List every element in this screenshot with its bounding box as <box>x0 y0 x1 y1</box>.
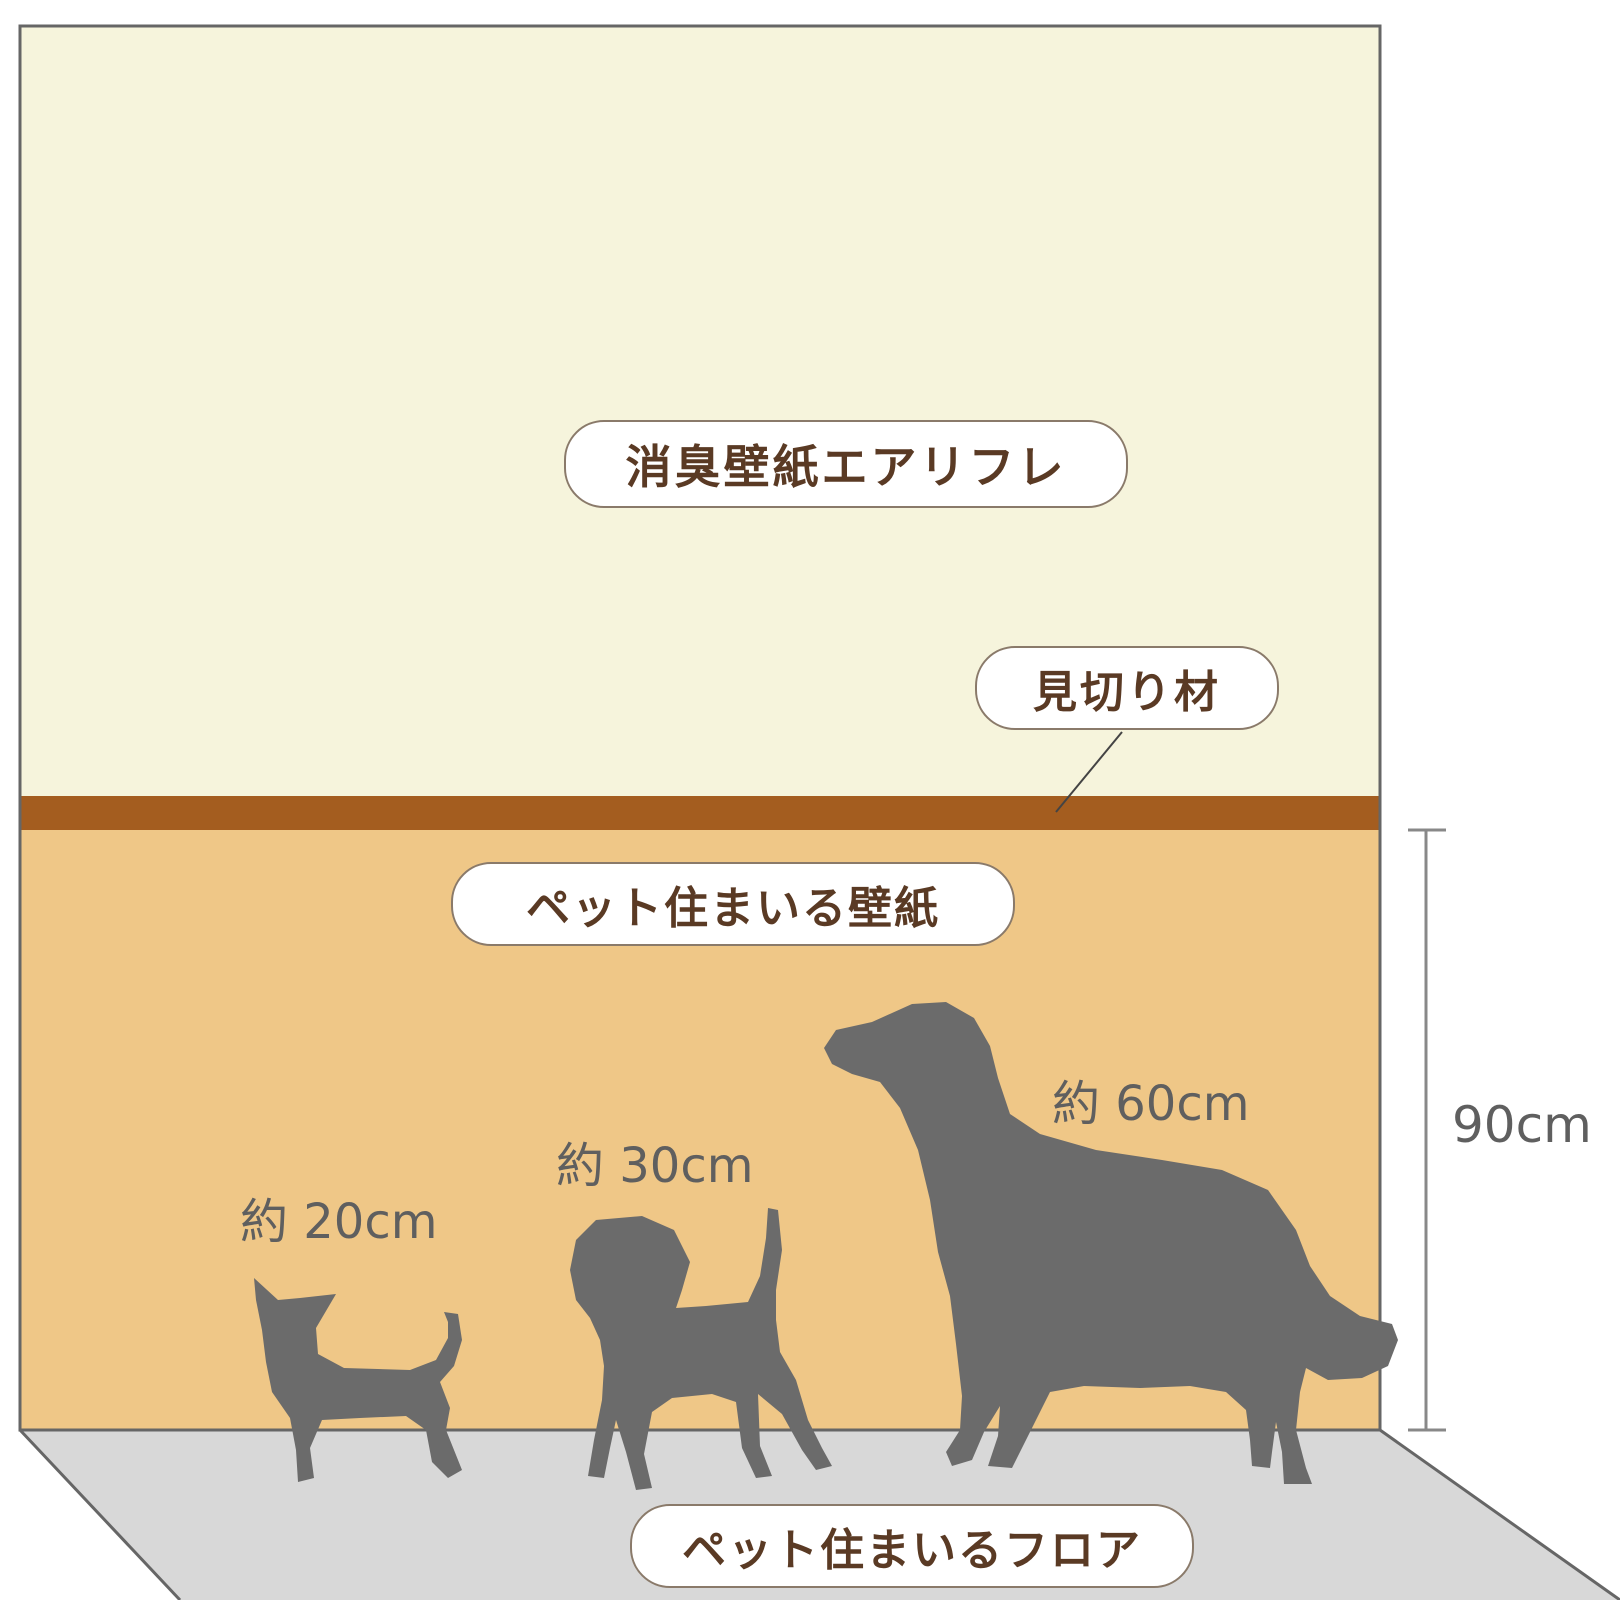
large-dog-height: 約 60cm <box>1052 1076 1250 1132</box>
small-dog-height: 約 20cm <box>240 1194 438 1250</box>
floor-edge <box>18 1428 182 1600</box>
lower-wallpaper-label: ペット住まいる壁紙 <box>451 862 1015 946</box>
trim-strip <box>20 796 1380 830</box>
trim-leader-line <box>1055 731 1123 813</box>
height-dimension <box>1408 828 1446 1432</box>
small-dog-icon <box>254 1278 462 1482</box>
floor-edge <box>1379 1428 1620 1600</box>
medium-dog-icon <box>570 1208 832 1490</box>
trim-label: 見切り材 <box>975 646 1279 730</box>
medium-dog-height: 約 30cm <box>556 1138 754 1194</box>
large-dog-icon <box>824 1002 1398 1484</box>
floor-label: ペット住まいるフロア <box>630 1504 1194 1588</box>
upper-wallpaper-label: 消臭壁紙エアリフレ <box>564 420 1128 508</box>
wall-outline <box>18 24 1382 1432</box>
wainscot-height-label: 90cm <box>1452 1096 1592 1154</box>
